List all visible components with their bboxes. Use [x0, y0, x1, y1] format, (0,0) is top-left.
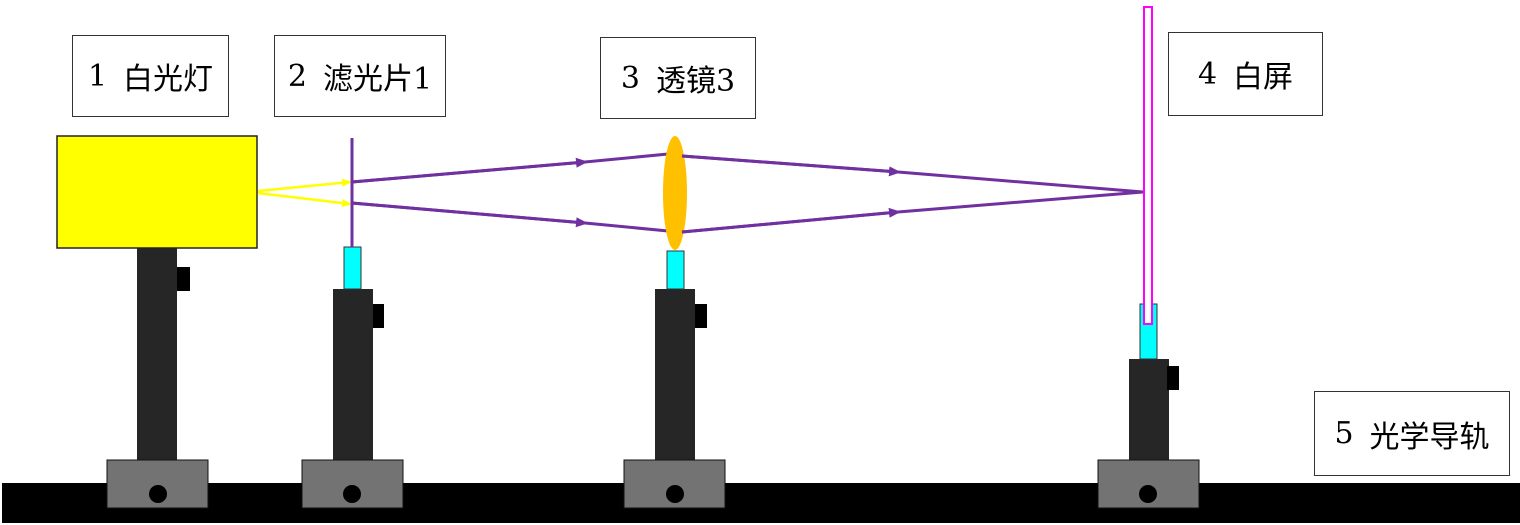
lens-holder — [666, 250, 685, 290]
label-screen-text: 白屏 — [1233, 60, 1294, 95]
screen-post-knob — [1167, 366, 1179, 390]
label-lamp: 1 白光灯 — [72, 35, 229, 117]
white-screen — [1143, 6, 1153, 325]
beam-filter-to-lens — [351, 152, 669, 233]
label-lens: 3 透镜3 — [600, 37, 756, 119]
lens-base-screw — [666, 485, 684, 503]
optical-rail — [2, 483, 1520, 523]
label-filter: 2 滤光片1 — [274, 35, 446, 117]
lamp-rays — [257, 178, 352, 208]
lens-post — [655, 289, 695, 460]
convex-lens — [663, 136, 687, 250]
filter-post-knob — [373, 304, 384, 328]
beam-lens-to-screen — [681, 154, 1144, 234]
label-filter-text: 滤光片1 — [323, 62, 433, 97]
label-rail: 5 光学导轨 — [1314, 391, 1510, 476]
filter-post — [333, 289, 373, 460]
white-light-lamp — [56, 135, 258, 249]
label-lamp-text: 白光灯 — [123, 62, 214, 97]
lamp-post-knob — [177, 267, 190, 291]
label-lens-number: 3 — [620, 60, 640, 96]
label-lamp-number: 1 — [87, 58, 108, 94]
filter-base-screw — [343, 485, 361, 503]
lamp-base-screw — [149, 485, 167, 503]
filter-holder — [343, 246, 362, 290]
lamp-station — [56, 135, 258, 509]
lens-station — [623, 136, 726, 509]
label-filter-number: 2 — [287, 58, 307, 94]
filter-station — [301, 138, 404, 509]
label-screen: 4 白屏 — [1168, 32, 1323, 116]
label-rail-number: 5 — [1334, 416, 1354, 451]
label-rail-text: 光学导轨 — [1369, 419, 1490, 455]
screen-base-screw — [1139, 485, 1157, 503]
lens-post-knob — [695, 304, 707, 328]
lamp-post — [137, 248, 177, 460]
screen-post — [1129, 359, 1169, 460]
label-lens-text: 透镜3 — [656, 64, 736, 99]
screen-station — [1097, 6, 1200, 509]
label-screen-number: 4 — [1197, 56, 1218, 92]
